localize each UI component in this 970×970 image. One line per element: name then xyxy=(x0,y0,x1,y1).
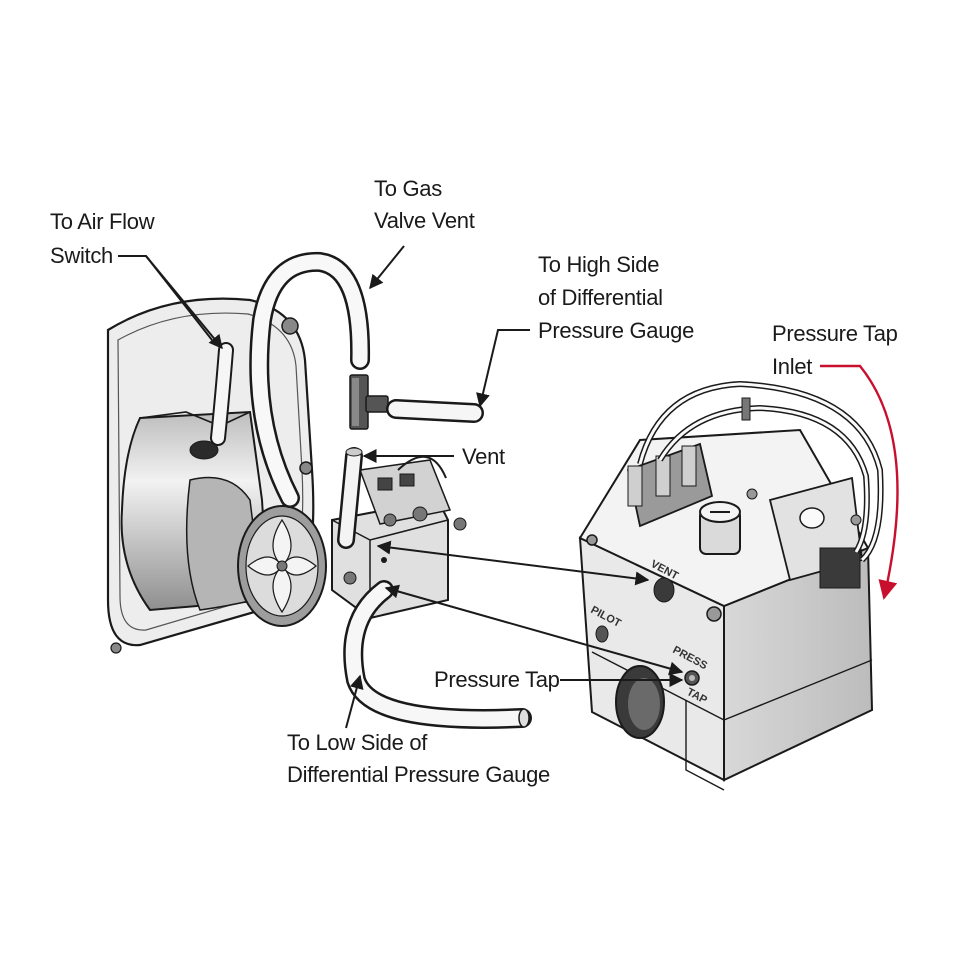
label-high-side-3: Pressure Gauge xyxy=(538,318,694,343)
leader-vent-link xyxy=(376,540,650,586)
label-gas-valve-vent-1: To Gas xyxy=(374,176,442,201)
label-high-side-1: To High Side xyxy=(538,252,659,277)
label-pressure-tap-inlet-2: Inlet xyxy=(772,354,812,379)
leader-pressure-tap-inlet xyxy=(820,364,899,600)
blower-motor xyxy=(120,410,270,612)
label-air-flow-switch-2: Switch xyxy=(50,243,113,268)
housing-screw-mid xyxy=(299,461,313,475)
leader-low-side xyxy=(345,674,364,729)
label-low-side-1: To Low Side of xyxy=(287,730,428,755)
leader-high-side xyxy=(476,329,530,408)
fan-wheel xyxy=(237,505,327,627)
leader-pressure-link xyxy=(384,584,684,676)
pilot-port xyxy=(595,625,609,643)
high-side-tube xyxy=(386,399,484,423)
label-gas-valve-vent-2: Valve Vent xyxy=(374,208,475,233)
gas-valve-vent-hose xyxy=(249,251,371,508)
leader-gas-valve-vent xyxy=(369,245,405,290)
vent-port xyxy=(653,577,675,603)
callout-labels: To Air Flow Switch To Gas Valve Vent To … xyxy=(50,176,898,787)
gas-valve-body: VENT PILOT PRESS TAP xyxy=(578,380,884,791)
motor-port xyxy=(189,440,219,460)
leader-lines xyxy=(118,245,684,729)
vent-tube xyxy=(337,447,363,549)
housing-screw-top xyxy=(281,317,299,335)
label-air-flow-switch-1: To Air Flow xyxy=(50,209,155,234)
label-pressure-tap: Pressure Tap xyxy=(434,667,560,692)
label-vent: Vent xyxy=(462,444,505,469)
tee-fitting xyxy=(349,374,389,430)
housing-screw-low xyxy=(110,642,122,654)
label-low-side-2: Differential Pressure Gauge xyxy=(287,762,550,787)
label-high-side-2: of Differential xyxy=(538,285,663,310)
label-pressure-tap-inlet-1: Pressure Tap xyxy=(772,321,898,346)
